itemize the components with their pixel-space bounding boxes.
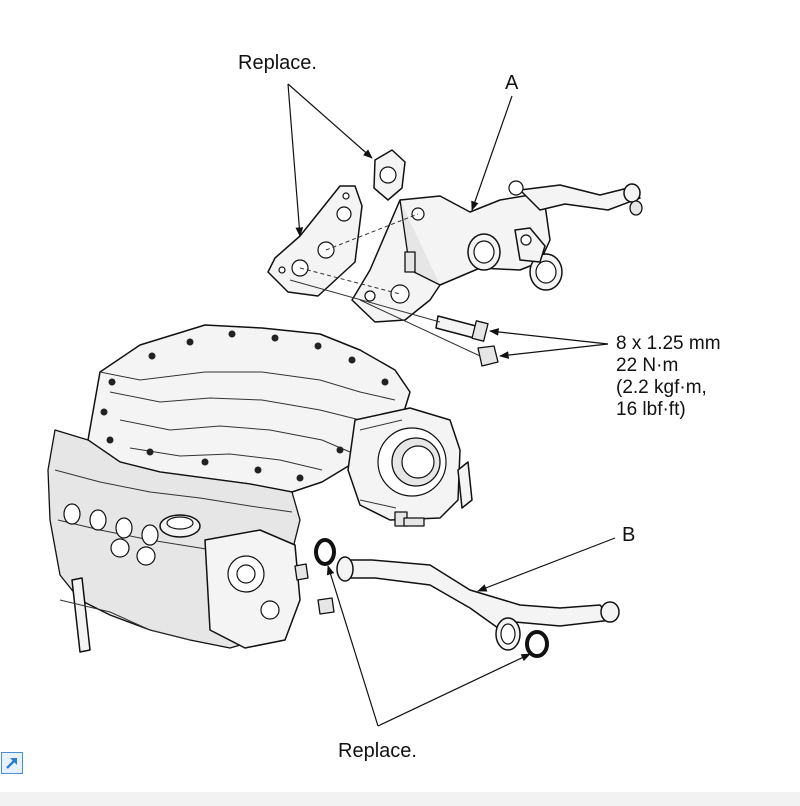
torque-spec-nm: 22 N·m bbox=[616, 355, 679, 376]
expand-arrow-icon[interactable] bbox=[1, 752, 23, 774]
torque-spec: 8 x 1.25 mm 22 N·m (2.2 kgf·m, 16 lbf·ft… bbox=[616, 333, 721, 421]
gasket-small bbox=[373, 149, 406, 201]
o-ring-upper bbox=[314, 538, 336, 566]
mounting-bolt bbox=[435, 315, 489, 342]
part-b-label: B bbox=[622, 524, 636, 546]
leader-lines bbox=[287, 83, 616, 727]
throttle-body bbox=[347, 407, 473, 527]
torque-spec-size: 8 x 1.25 mm bbox=[616, 333, 721, 354]
o-ring-lower bbox=[525, 630, 549, 658]
bottom-bar bbox=[0, 792, 800, 806]
engine-block bbox=[47, 324, 411, 653]
torque-spec-kgfm: (2.2 kgf·m, bbox=[616, 377, 707, 398]
replace-label-bottom: Replace. bbox=[338, 740, 417, 762]
part-a-label: A bbox=[505, 72, 519, 94]
water-pipe-b bbox=[336, 556, 620, 651]
expand-arrow-glyph bbox=[6, 758, 17, 769]
mounting-nut bbox=[477, 345, 499, 367]
water-passage-a bbox=[351, 180, 643, 323]
replace-label-top: Replace. bbox=[238, 52, 317, 74]
torque-spec-lbfft: 16 lbf·ft) bbox=[616, 399, 686, 420]
